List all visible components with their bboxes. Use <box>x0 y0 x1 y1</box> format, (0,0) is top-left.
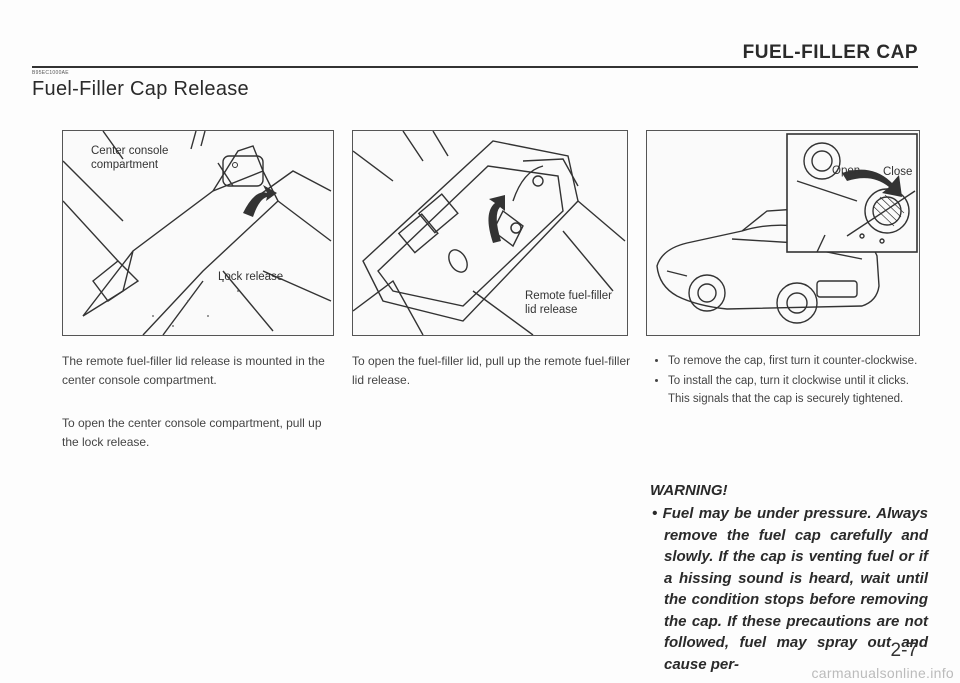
document-code: B95EC1000AE <box>32 70 69 76</box>
warning-body: Fuel may be under pressure. Always remov… <box>650 503 928 675</box>
bullet-install-cap: To install the cap, turn it clockwise un… <box>668 372 930 408</box>
label-compartment: compartment <box>91 159 159 171</box>
console-illustration <box>63 131 332 335</box>
label-remote-fuel-filler: Remote fuel-filler <box>525 290 612 302</box>
watermark: carmanualsonline.info <box>811 665 954 681</box>
label-lock-release: Lock release <box>218 271 284 283</box>
col3-bullets: To remove the cap, first turn it counter… <box>648 352 930 410</box>
header-rule <box>32 66 918 68</box>
label-open: Open <box>832 165 861 177</box>
label-close: Close <box>883 166 913 178</box>
label-center-console: Center console <box>91 145 169 157</box>
remote-release-illustration <box>353 131 626 335</box>
warning-text: Fuel may be under pressure. Always remov… <box>663 503 928 675</box>
page-number: 2-7 <box>890 640 918 661</box>
running-header: FUEL-FILLER CAP <box>742 42 918 63</box>
label-lid-release: lid release <box>525 304 578 316</box>
car-illustration <box>656 133 918 324</box>
figure-console-compartment: Center console compartment Lock release <box>62 130 334 336</box>
figure-remote-release: Remote fuel-filler lid release <box>352 130 628 336</box>
col1-para2: To open the center console compartment, … <box>62 416 322 449</box>
col1-para1: The remote fuel-filler lid release is mo… <box>62 354 325 387</box>
section-title: Fuel-Filler Cap Release <box>32 78 249 100</box>
figure-fuel-cap: Open Close <box>646 130 920 336</box>
bullet-remove-cap: To remove the cap, first turn it counter… <box>668 352 930 370</box>
col2-para1: To open the fuel-filler lid, pull up the… <box>352 354 631 387</box>
warning-heading: WARNING! <box>650 482 728 499</box>
